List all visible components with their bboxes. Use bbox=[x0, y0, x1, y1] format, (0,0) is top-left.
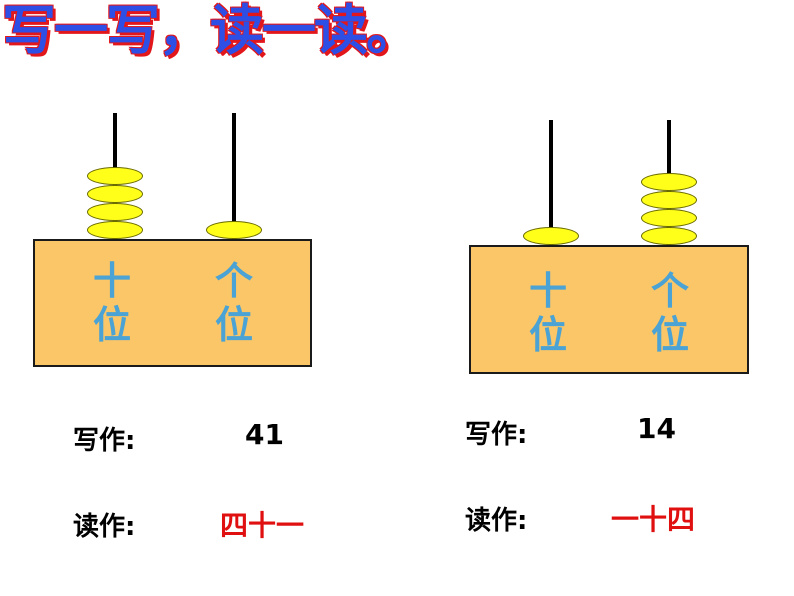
tens-label-line2: 位 bbox=[528, 313, 567, 357]
tens-label-line1: 十 bbox=[528, 269, 567, 313]
ones-bead bbox=[641, 227, 697, 245]
tens-rod bbox=[549, 120, 553, 248]
ones-place-label: 个 位 bbox=[209, 259, 259, 347]
ones-label-line2: 位 bbox=[650, 313, 689, 357]
tens-label-line2: 位 bbox=[92, 303, 131, 347]
write-value: 14 bbox=[637, 412, 676, 445]
tens-place-label: 十 位 bbox=[87, 259, 137, 347]
ones-label-line2: 位 bbox=[214, 303, 253, 347]
tens-bead bbox=[523, 227, 579, 245]
ones-bead bbox=[641, 191, 697, 209]
ones-bead bbox=[641, 209, 697, 227]
tens-place-label: 十 位 bbox=[523, 269, 573, 357]
ones-label-line1: 个 bbox=[214, 259, 253, 303]
page-title: 写一写，读一读。 bbox=[2, 0, 420, 62]
tens-bead bbox=[87, 221, 143, 239]
tens-bead bbox=[87, 167, 143, 185]
tens-bead bbox=[87, 185, 143, 203]
read-label: 读作: bbox=[73, 512, 136, 542]
read-value: 一十四 bbox=[611, 503, 696, 536]
write-label: 写作: bbox=[73, 426, 136, 456]
abacus-base: 十 位 个 位 bbox=[33, 239, 312, 367]
ones-label-line1: 个 bbox=[650, 269, 689, 313]
abacus-base: 十 位 个 位 bbox=[469, 245, 749, 374]
tens-bead bbox=[87, 203, 143, 221]
write-value: 41 bbox=[245, 418, 284, 451]
tens-label-line1: 十 bbox=[92, 259, 131, 303]
write-label: 写作: bbox=[465, 420, 528, 450]
ones-bead bbox=[641, 173, 697, 191]
read-label: 读作: bbox=[465, 506, 528, 536]
ones-rod bbox=[232, 113, 236, 241]
ones-bead bbox=[206, 221, 262, 239]
read-value: 四十一 bbox=[220, 509, 305, 542]
ones-place-label: 个 位 bbox=[645, 269, 695, 357]
